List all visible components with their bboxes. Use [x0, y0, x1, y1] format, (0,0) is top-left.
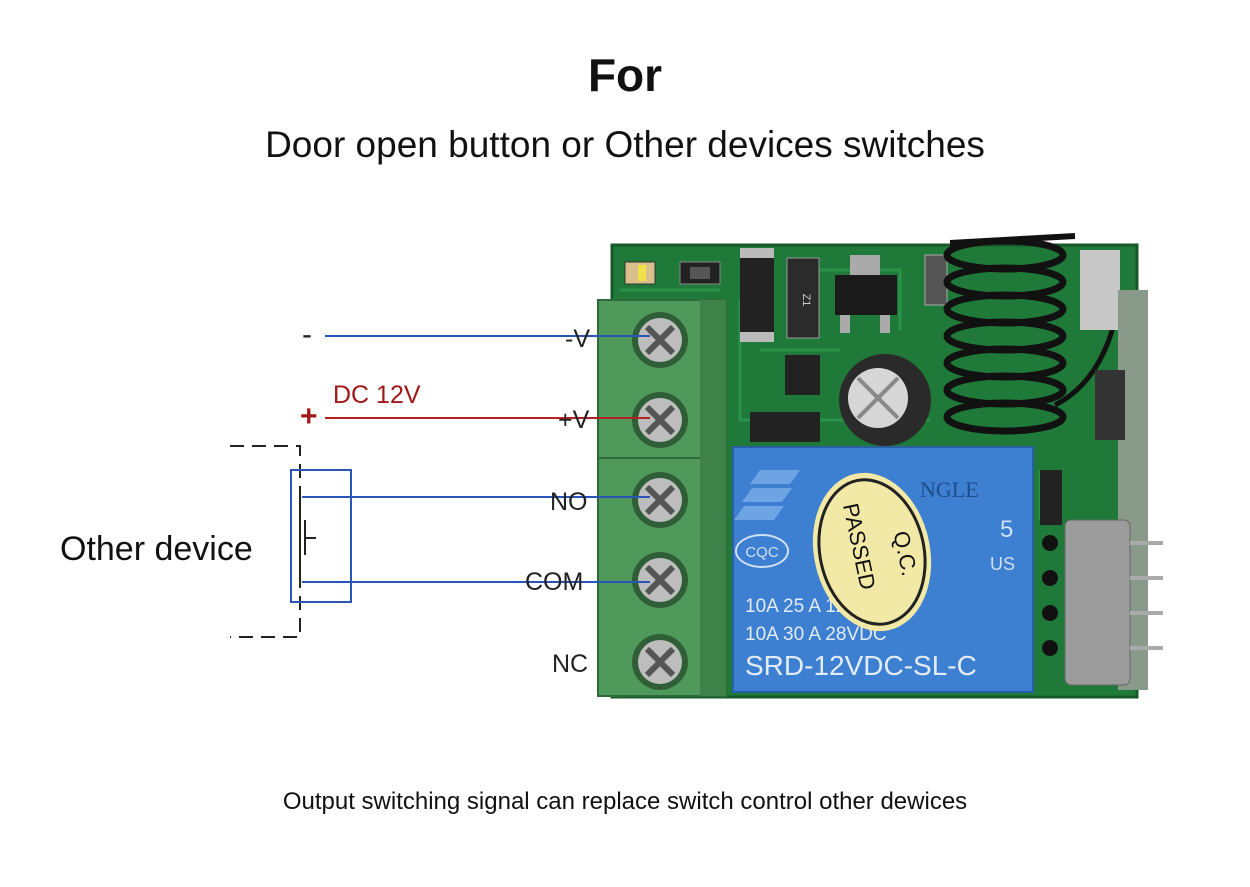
- relay-cert: CQC: [745, 544, 779, 561]
- terminal-label-pos: +V: [558, 406, 590, 434]
- switch-icon: [1040, 470, 1062, 525]
- relay-model: SRD-12VDC-SL-C: [745, 650, 977, 681]
- plus-sign: +: [300, 400, 318, 433]
- relay-rating-5: 5: [1000, 516, 1013, 543]
- diode-label: Z1: [800, 294, 812, 307]
- device-switch-symbol: [230, 445, 352, 638]
- ic-chip-icon: [1095, 370, 1125, 440]
- page-title: For: [587, 49, 663, 101]
- connector-icon: [1080, 250, 1120, 330]
- voltage-label: DC 12V: [333, 381, 421, 409]
- transistor-icon: [785, 355, 820, 395]
- terminal-label-no: NO: [550, 488, 588, 516]
- relay-line2: 10A 30 A 28VDC: [745, 624, 887, 645]
- terminal-label-nc: NC: [552, 650, 589, 678]
- antenna-coil-icon: [943, 233, 1118, 435]
- relay-rating-us: US: [990, 554, 1015, 574]
- qc-sticker: Q.C. PASSED: [812, 472, 932, 632]
- smd-chip-icon: [750, 412, 820, 442]
- relay-brand: NGLE: [920, 477, 979, 502]
- terminal-screws: [632, 312, 688, 690]
- device-label: Other device: [60, 530, 253, 568]
- smd-diode-icon: [740, 255, 774, 335]
- regulator-icon: [835, 275, 897, 315]
- zener-diode-icon: [786, 257, 820, 339]
- header-pins-icon: [1042, 535, 1058, 656]
- crystal-can-icon: [1064, 519, 1131, 686]
- page-subtitle: Door open button or Other devices switch…: [265, 124, 985, 165]
- terminal-label-neg: -V: [565, 325, 590, 353]
- crystal-icon: [924, 254, 948, 306]
- footer-caption: Output switching signal can replace swit…: [282, 788, 968, 815]
- minus-sign: -: [302, 318, 312, 351]
- terminal-label-com: COM: [525, 568, 584, 596]
